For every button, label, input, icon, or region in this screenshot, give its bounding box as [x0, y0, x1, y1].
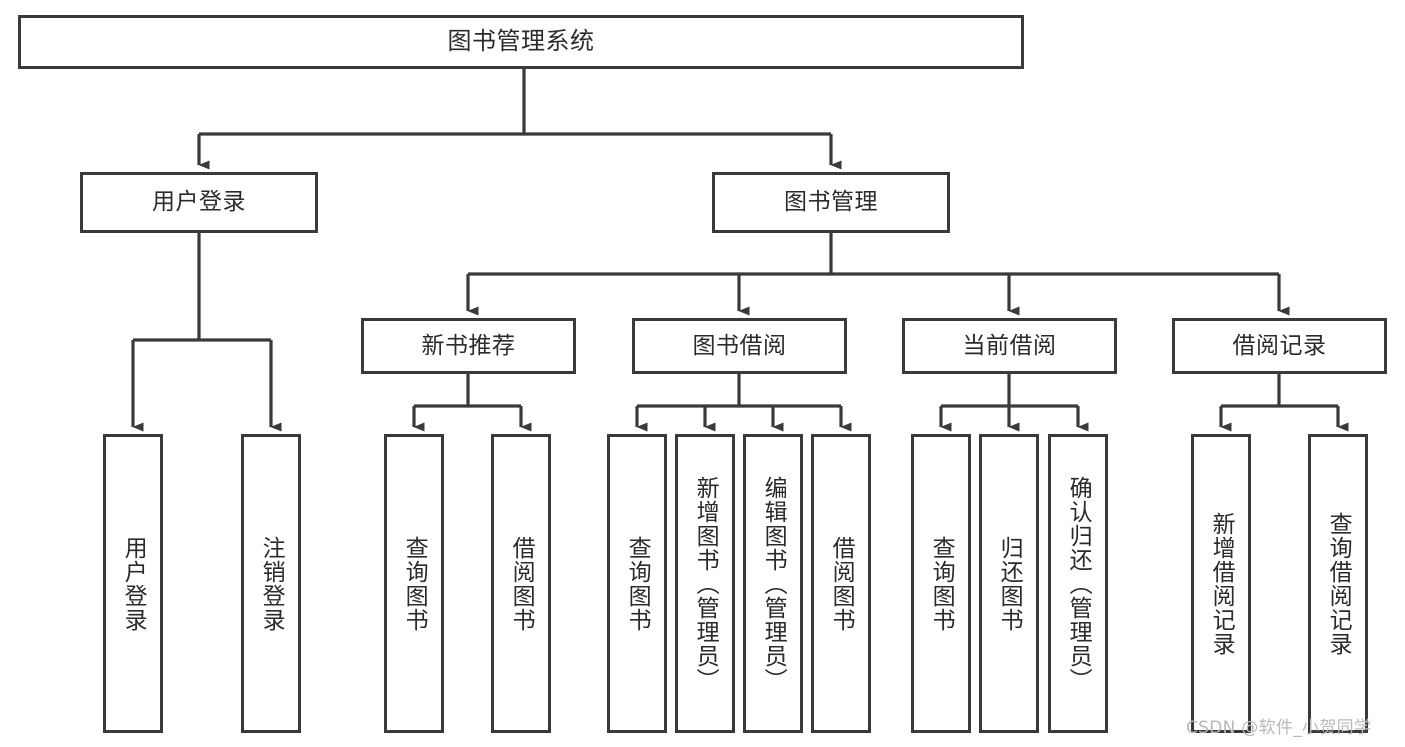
node-new-book-recommend-label: 新书推荐 — [421, 332, 516, 359]
node-leaf-borrow-book-1[interactable]: 借阅图书 — [491, 434, 551, 733]
csdn-watermark: CSDN @软件_小贺同学 — [1186, 718, 1372, 738]
node-leaf-user-logout[interactable]: 注销登录 — [241, 434, 301, 733]
node-user-login[interactable]: 用户登录 — [80, 172, 318, 233]
node-new-book-recommend[interactable]: 新书推荐 — [361, 318, 576, 374]
node-root[interactable]: 图书管理系统 — [18, 15, 1024, 69]
node-leaf-confirm-return[interactable]: 确认归还（管理员） — [1048, 434, 1108, 733]
node-leaf-query-book-2-label: 查询图书 — [624, 535, 651, 632]
node-leaf-user-login[interactable]: 用户登录 — [103, 434, 163, 733]
node-leaf-borrow-book-2-label: 借阅图书 — [828, 535, 855, 632]
node-leaf-borrow-book-2[interactable]: 借阅图书 — [811, 434, 871, 733]
node-leaf-add-record[interactable]: 新增借阅记录 — [1191, 434, 1251, 733]
node-leaf-user-login-label: 用户登录 — [120, 535, 147, 632]
node-leaf-query-book-2[interactable]: 查询图书 — [607, 434, 667, 733]
node-leaf-query-record[interactable]: 查询借阅记录 — [1308, 434, 1368, 733]
node-leaf-return-book-label: 归还图书 — [996, 535, 1023, 632]
node-user-login-label: 用户登录 — [152, 189, 246, 216]
node-leaf-return-book[interactable]: 归还图书 — [979, 434, 1039, 733]
node-borrow-record[interactable]: 借阅记录 — [1172, 318, 1387, 374]
node-leaf-add-record-label: 新增借阅记录 — [1208, 511, 1235, 656]
node-leaf-edit-book[interactable]: 编辑图书（管理员） — [743, 434, 803, 733]
node-leaf-user-logout-label: 注销登录 — [258, 535, 285, 632]
node-borrow-record-label: 借阅记录 — [1232, 332, 1327, 359]
node-leaf-query-book-1-label: 查询图书 — [401, 535, 428, 632]
node-book-borrow-label: 图书借阅 — [692, 332, 787, 359]
node-book-manage-label: 图书管理 — [784, 189, 878, 216]
node-leaf-query-book-3-label: 查询图书 — [928, 535, 955, 632]
node-leaf-query-book-1[interactable]: 查询图书 — [384, 434, 444, 733]
node-current-borrow[interactable]: 当前借阅 — [902, 318, 1117, 374]
node-leaf-confirm-return-label: 确认归还（管理员） — [1065, 475, 1092, 692]
node-book-manage[interactable]: 图书管理 — [712, 172, 950, 233]
node-leaf-query-book-3[interactable]: 查询图书 — [911, 434, 971, 733]
node-book-borrow[interactable]: 图书借阅 — [632, 318, 847, 374]
node-leaf-query-record-label: 查询借阅记录 — [1325, 511, 1352, 656]
node-leaf-edit-book-label: 编辑图书（管理员） — [760, 475, 787, 692]
node-leaf-add-book-label: 新增图书（管理员） — [692, 475, 719, 692]
node-leaf-add-book[interactable]: 新增图书（管理员） — [675, 434, 735, 733]
node-root-label: 图书管理系统 — [447, 27, 595, 56]
node-leaf-borrow-book-1-label: 借阅图书 — [508, 535, 535, 632]
node-current-borrow-label: 当前借阅 — [962, 332, 1057, 359]
